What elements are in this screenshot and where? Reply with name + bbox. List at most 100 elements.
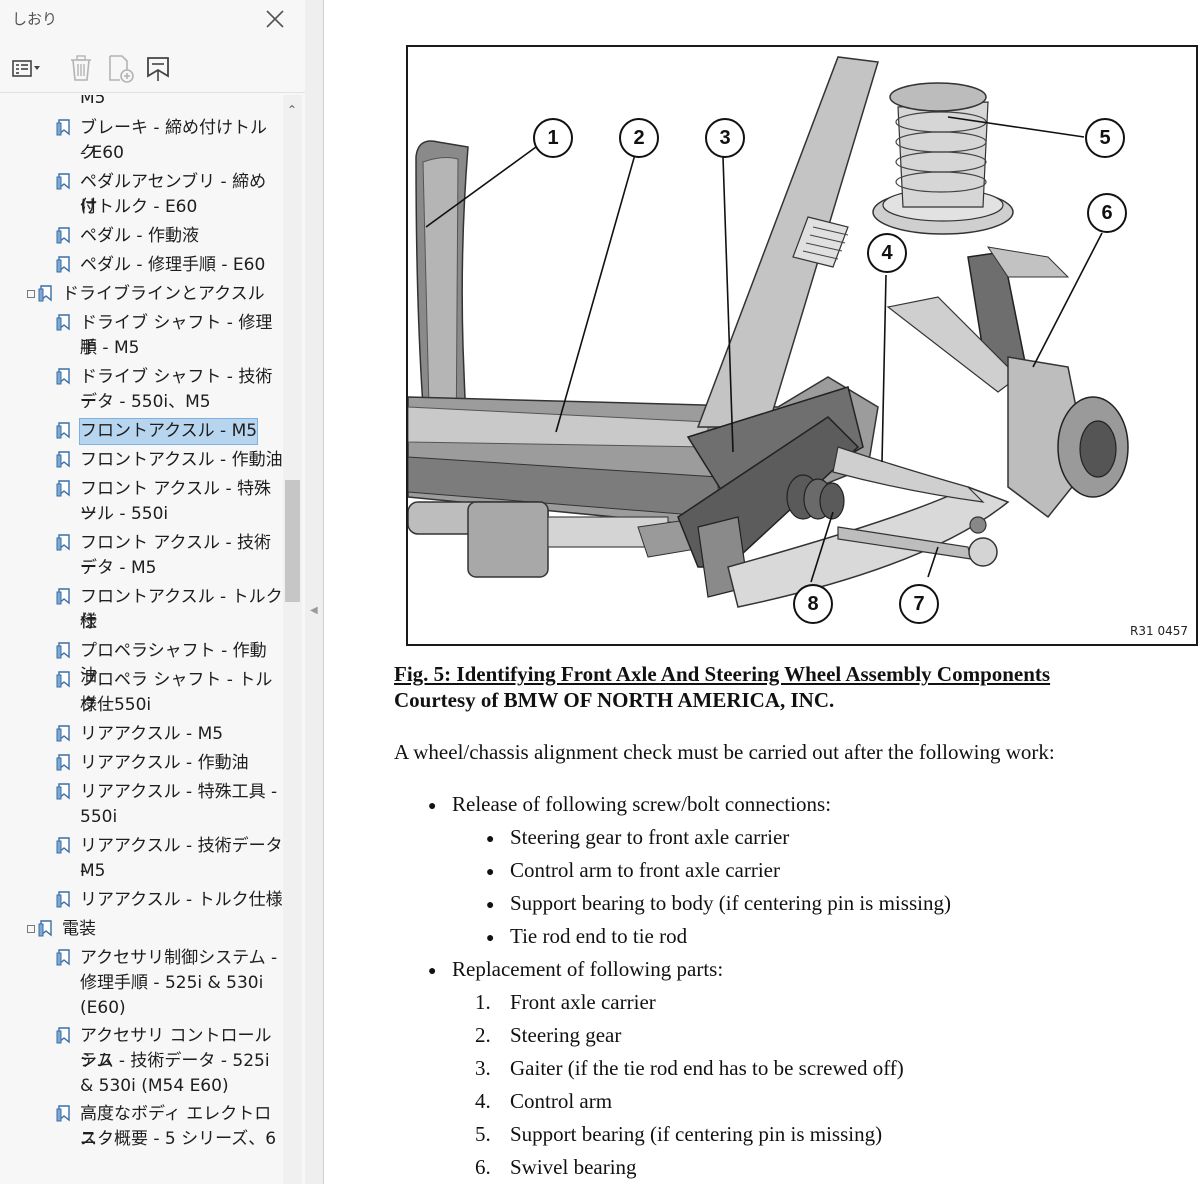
bookmark-item[interactable]: リアアクスル - 技術データ -M5 [0, 833, 283, 887]
bookmark-item[interactable]: リアアクスル - 特殊工具 -550i [0, 779, 283, 833]
bookmark-item[interactable]: フロントアクスル - M5 [0, 418, 283, 447]
bookmark-group[interactable]: ドライブラインとアクスル [0, 281, 283, 310]
list-number: 1. [475, 990, 491, 1014]
callout-5: 5 [1085, 118, 1125, 158]
close-icon[interactable] [262, 6, 288, 32]
bookmark-item[interactable]: リアアクスル - M5 [0, 721, 283, 750]
bookmark-label: ブレーキ - 締め付けトルク [80, 118, 267, 163]
bookmark-item[interactable]: フロント アクスル - 特殊ツール - 550i [0, 476, 283, 530]
bookmarks-toolbar [0, 44, 305, 93]
bookmark-item[interactable]: 高度なボディ エレクトロニクス - 概要 - 5 シリーズ、6 [0, 1101, 283, 1155]
bookmark-icon [56, 534, 70, 551]
new-bookmark-icon[interactable] [104, 52, 136, 84]
bookmark-scrollbar[interactable]: ⌃ [283, 95, 302, 1184]
bookmark-item[interactable]: ドライブ シャフト - 修理手順 - M5 [0, 310, 283, 364]
bookmark-icon [56, 783, 70, 800]
bookmark-icon [56, 480, 70, 497]
callout-4: 4 [867, 233, 907, 273]
figure-caption-title: Fig. 5: Identifying Front Axle And Steer… [394, 662, 1051, 686]
panel-splitter[interactable]: ◀ [305, 0, 324, 1184]
bookmark-item[interactable]: フロントアクスル - トルク仕様 [0, 584, 283, 638]
bookmark-item[interactable]: プロペラシャフト - 作動油 [0, 638, 283, 686]
bookmark-icon [56, 837, 70, 854]
list-number: 5. [475, 1122, 491, 1146]
bookmark-item[interactable]: フロントアクスル - 作動油 [0, 447, 283, 476]
list-item: Control arm [510, 1089, 613, 1113]
bookmark-item[interactable]: M5 [0, 95, 283, 114]
bookmark-icon [56, 1027, 70, 1044]
list-number: 2. [475, 1023, 491, 1047]
expand-toggle-icon[interactable] [27, 290, 35, 298]
bookmark-icon [56, 451, 70, 468]
bookmark-label: フロントアクスル - M5 [79, 418, 259, 445]
bookmark-label: リアアクスル - 技術データ - [80, 836, 283, 881]
bookmark-icon [56, 642, 70, 659]
bookmark-item[interactable]: リアアクスル - 作動油 [0, 750, 283, 779]
bookmark-label: M5 [80, 95, 106, 108]
bookmark-label: プロペラシャフト - 作動油 [80, 641, 267, 686]
bookmark-item[interactable]: ブレーキ - 締め付けトルク- E60 [0, 115, 283, 169]
bookmark-icon [56, 422, 70, 439]
list-item: Support bearing (if centering pin is mis… [510, 1122, 883, 1146]
collapse-arrow-icon[interactable]: ◀ [310, 605, 318, 616]
bookmark-label: けトルク - E60 [80, 197, 198, 217]
bookmark-label: ドライブ シャフト - 技術デ [80, 367, 273, 412]
callout-1: 1 [533, 118, 573, 158]
list-number: 3. [475, 1056, 491, 1080]
callout-2: 2 [619, 118, 659, 158]
bookmark-label: リアアクスル - 作動油 [80, 753, 249, 773]
bookmark-label: ス - 概要 - 5 シリーズ、6 [80, 1129, 277, 1149]
bookmark-item[interactable]: リアアクスル - トルク仕様 [0, 887, 283, 916]
bookmark-icon [56, 671, 70, 688]
options-menu-icon[interactable] [10, 52, 42, 84]
scrollbar-thumb[interactable] [285, 480, 300, 602]
bookmark-label: ータ - M5 [80, 558, 157, 578]
bookmark-label: リアアクスル - トルク仕様 [80, 890, 283, 910]
bookmark-label: M5 [80, 861, 106, 881]
bookmark-label: - E60 [80, 143, 124, 163]
bookmark-item[interactable]: アクセサリ制御システム -修理手順 - 525i & 530i(E60) [0, 945, 283, 1024]
list-item: Steering gear to front axle carrier [510, 825, 790, 849]
list-item: Front axle carrier [510, 990, 656, 1014]
bookmark-icon [38, 920, 52, 937]
bullet-marker: ● [486, 898, 495, 913]
bookmark-icon [56, 891, 70, 908]
bookmark-label: テム - 技術データ - 525i [80, 1051, 270, 1071]
bookmark-icon [56, 227, 70, 244]
list-item: Support bearing to body (if centering pi… [510, 891, 951, 915]
bullet-marker: ● [428, 799, 437, 814]
bookmark-item[interactable]: プロペラ シャフト - トルク仕様 - 550i [0, 667, 283, 721]
bookmark-label: 550i [80, 807, 118, 827]
callout-6: 6 [1087, 193, 1127, 233]
scroll-up-icon[interactable]: ⌃ [287, 103, 298, 117]
delete-bookmark-icon[interactable] [65, 52, 97, 84]
expand-bookmark-icon[interactable] [142, 52, 174, 84]
figure-code: R31 0457 [1130, 624, 1188, 638]
bookmark-label: 順 - M5 [80, 338, 140, 358]
callout-7: 7 [899, 584, 939, 624]
bookmark-item[interactable]: フロント アクスル - 技術データ - M5 [0, 530, 283, 584]
bookmark-label: プロペラ シャフト - トルク仕 [80, 670, 273, 715]
expand-toggle-icon[interactable] [27, 925, 35, 933]
list-number: 6. [475, 1155, 491, 1179]
bookmark-label: (E60) [80, 998, 126, 1018]
bookmark-item[interactable]: ドライブ シャフト - 技術データ - 550i、M5 [0, 364, 283, 418]
bookmark-label: & 530i (M54 E60) [80, 1076, 229, 1096]
bookmarks-panel: しおり [0, 0, 306, 1184]
bookmark-item[interactable]: ペダル - 修理手順 - E60 [0, 252, 283, 281]
bookmark-item[interactable]: ペダルアセンブリ - 締め付けトルク - E60 [0, 169, 283, 223]
bookmark-label: フロントアクスル - トルク仕 [80, 587, 283, 632]
bookmark-group[interactable]: 電装 [0, 916, 283, 945]
bookmark-label: アクセサリ制御システム - [80, 948, 278, 968]
bookmark-label: ペダル - 作動液 [80, 226, 199, 246]
bookmark-item[interactable]: アクセサリ コントロール システム - 技術データ - 525i& 530i (… [0, 1023, 283, 1102]
list-heading: Replacement of following parts: [452, 957, 724, 981]
bookmark-item[interactable]: ペダル - 作動液 [0, 223, 283, 252]
bookmark-icon [56, 588, 70, 605]
bookmark-label: ドライブラインとアクスル [62, 284, 265, 304]
bookmark-icon [56, 119, 70, 136]
callout-3: 3 [705, 118, 745, 158]
bookmark-icon [56, 314, 70, 331]
bookmarks-header: しおり [0, 0, 305, 40]
